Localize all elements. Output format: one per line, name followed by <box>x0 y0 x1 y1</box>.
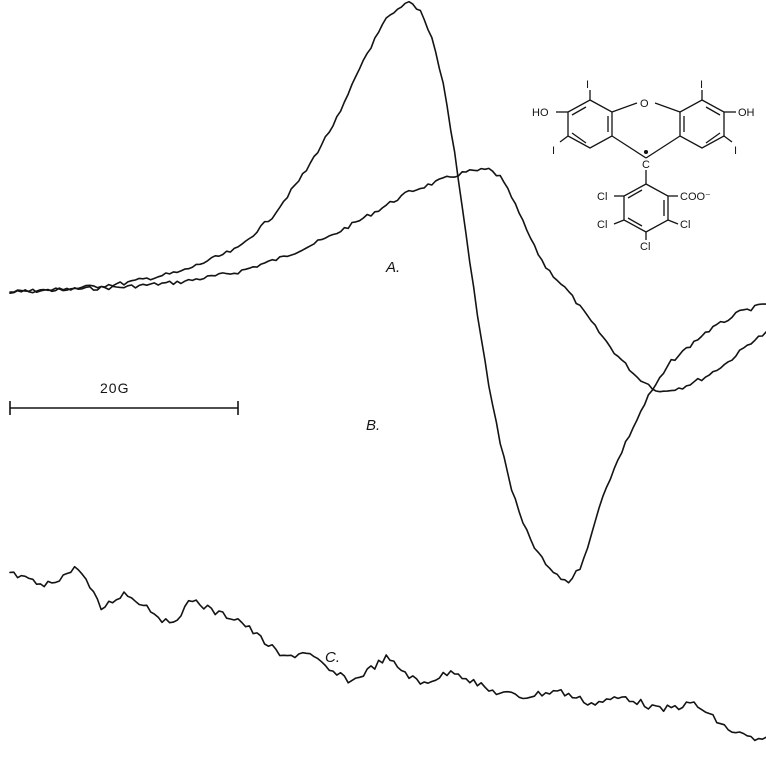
iodine-top-right-label: I <box>700 79 703 91</box>
spectrum-traces <box>9 0 766 742</box>
scale-bar-label: 20G <box>100 380 129 396</box>
iodine-bottom-left-label: I <box>552 145 555 157</box>
right-ring <box>679 99 725 149</box>
trace-series-b <box>9 0 766 584</box>
hydroxyl-right-label: OH <box>738 107 755 119</box>
chloro-upper-left-label: Cl <box>597 191 607 203</box>
series-label-a: A. <box>385 259 400 276</box>
lower-ring <box>623 183 669 233</box>
iodine-top-left-label: I <box>586 79 589 91</box>
left-ring <box>567 99 613 149</box>
trace-series-c <box>9 565 766 742</box>
radical-carbon-label: C <box>642 159 650 171</box>
chloro-bottom-label: Cl <box>640 241 650 253</box>
chloro-lower-left-label: Cl <box>597 219 607 231</box>
scale-bar: 20G <box>9 380 239 415</box>
radical-dot <box>643 149 649 155</box>
chemical-structure: HO OH O I I I I C COO⁻ Cl Cl Cl Cl <box>532 79 755 253</box>
trace-series-a <box>9 167 766 393</box>
hydroxyl-left-label: HO <box>532 107 549 119</box>
iodine-bottom-right-label: I <box>734 145 737 157</box>
series-label-c: C. <box>325 649 340 666</box>
ring-oxygen-label: O <box>640 98 649 110</box>
carboxylate-label: COO⁻ <box>680 191 711 203</box>
series-label-b: B. <box>366 417 380 434</box>
chloro-lower-right-label: Cl <box>680 219 690 231</box>
